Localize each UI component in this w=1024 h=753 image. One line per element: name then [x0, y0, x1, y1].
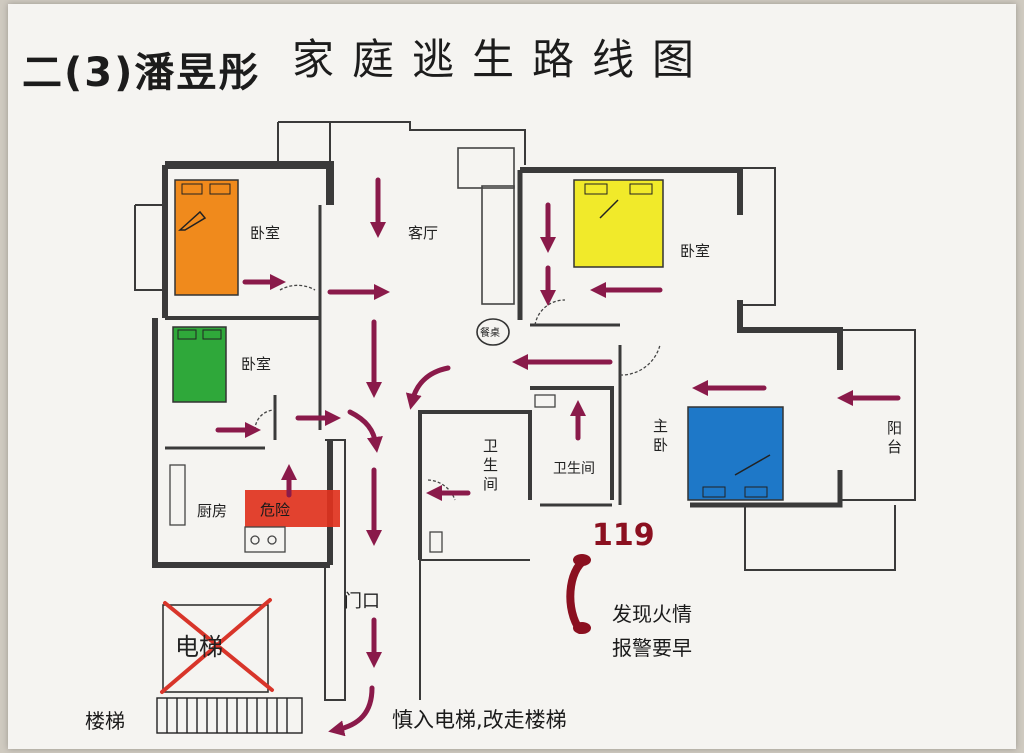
- stairs: [156, 697, 303, 734]
- bed-orange: [174, 179, 239, 296]
- author-name: 二(3)潘昱彤: [22, 50, 261, 96]
- escape-arrow: [328, 685, 375, 737]
- page-title: 家庭逃生路线图: [292, 35, 713, 84]
- room-label-bedroom-orange: 卧室: [250, 224, 281, 242]
- room-label-living-room: 客厅: [408, 224, 439, 242]
- escape-arrow: [347, 409, 383, 453]
- room-label-bedroom-green: 卧室: [241, 355, 272, 373]
- room-label-balcony: 阳台: [885, 420, 903, 458]
- room-label-master-bedroom: 主卧: [651, 418, 669, 456]
- escape-arrow: [405, 365, 451, 410]
- room-label-bathroom-left: 卫生间: [481, 438, 499, 495]
- fire-danger-label: 危险: [260, 501, 291, 519]
- emergency-number: 119: [592, 518, 655, 553]
- walls: [134, 121, 916, 701]
- elevator-label: 电梯: [175, 633, 223, 661]
- dining-label: 餐桌: [480, 328, 500, 339]
- phone-icon: [566, 554, 591, 634]
- bed-green: [172, 326, 227, 403]
- door-arcs: [254, 284, 661, 501]
- sofa: [457, 147, 515, 305]
- escape-arrows: [215, 177, 901, 737]
- fire-zone: [245, 490, 340, 527]
- room-label-entrance: 门口: [344, 591, 380, 612]
- bed-yellow: [573, 179, 664, 268]
- alarm-note-line1: 发现火情: [612, 602, 692, 626]
- bed-blue: [687, 406, 784, 501]
- room-label-bedroom-yellow: 卧室: [680, 242, 711, 260]
- stairs-tip: 慎入电梯,改走楼梯: [392, 708, 567, 732]
- stairs-label: 楼梯: [85, 709, 125, 733]
- room-label-bathroom-right: 卫生间: [553, 461, 595, 477]
- elevator: [160, 598, 274, 694]
- dining-table: [476, 318, 510, 346]
- alarm-note-line2: 报警要早: [612, 636, 692, 660]
- kitchen-counter: [169, 394, 556, 553]
- room-label-kitchen: 厨房: [197, 502, 228, 520]
